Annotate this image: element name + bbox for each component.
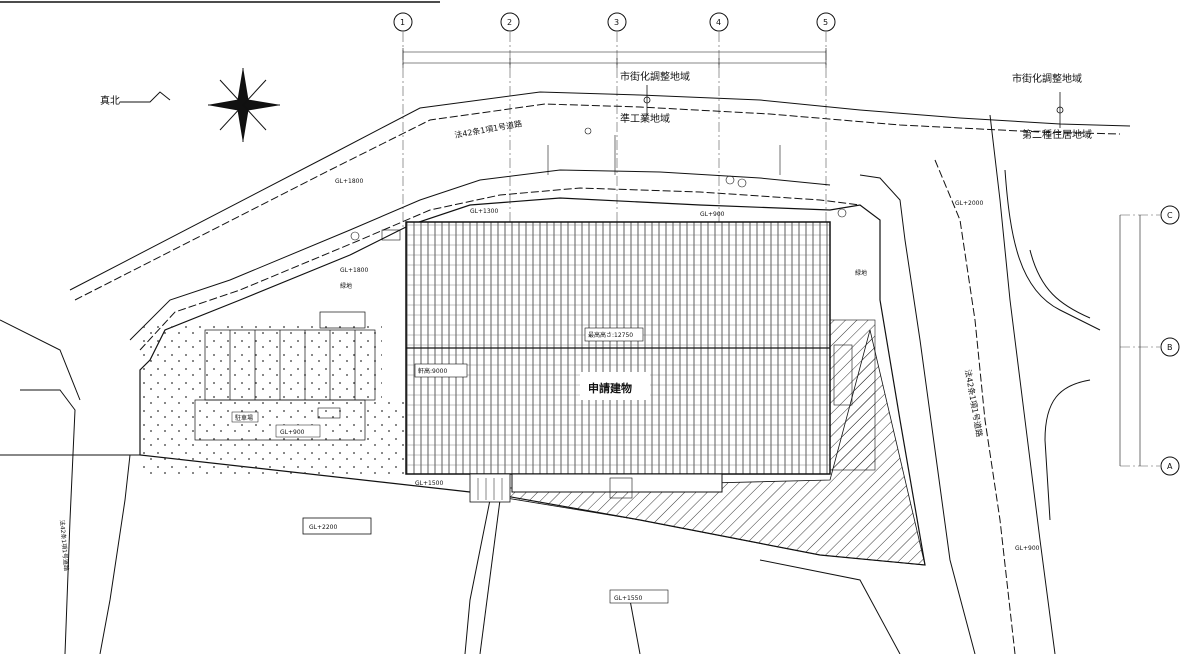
svg-text:5: 5 xyxy=(823,18,828,27)
grid-col-5: 5 xyxy=(816,12,836,32)
grid-col-2: 2 xyxy=(500,12,520,32)
svg-text:2: 2 xyxy=(507,18,512,27)
grid-col-1: 1 xyxy=(393,12,413,32)
dimension-lines-top xyxy=(402,48,827,68)
gl-label-top-right: GL+900 xyxy=(700,211,725,218)
svg-text:4: 4 xyxy=(716,18,721,27)
grid-col-3: 3 xyxy=(607,12,627,32)
svg-text:1: 1 xyxy=(400,18,405,27)
gl-label-top: GL+1300 xyxy=(470,208,498,215)
svg-text:A: A xyxy=(1167,462,1173,471)
grid-col-4: 4 xyxy=(709,12,729,32)
zone-residential: 第二種住居地域 xyxy=(1022,128,1092,141)
grid-row-c: C xyxy=(1160,205,1180,225)
north-arrow-icon xyxy=(120,68,280,142)
building-label: 申請建物 xyxy=(588,381,632,395)
parking-area-dots xyxy=(142,400,407,475)
zone-arrows xyxy=(643,85,1064,128)
grid-row-bubbles: C B A xyxy=(1160,205,1180,476)
max-height-label: 最高高さ:12750 xyxy=(588,331,633,339)
gl-label-green: GL+1800 xyxy=(340,267,368,274)
gl-label-center-bottom: GL+1550 xyxy=(614,595,642,602)
gl-label-bottom: GL+1500 xyxy=(415,480,443,487)
misc-marks xyxy=(317,127,853,499)
svg-text:C: C xyxy=(1167,211,1173,220)
grid-row-a: A xyxy=(1160,456,1180,476)
building-footprint xyxy=(405,221,831,503)
north-label: 真北 xyxy=(100,94,120,107)
zone-urbanization-right: 市街化調整地域 xyxy=(1012,72,1082,85)
green-area-dots xyxy=(142,325,382,400)
parking-label: 駐車場 xyxy=(235,414,253,422)
grid-row-b: B xyxy=(1160,337,1180,357)
hatched-zone-east xyxy=(829,319,876,471)
gl-label-right-low: GL+900 xyxy=(1015,545,1040,552)
svg-text:B: B xyxy=(1167,343,1173,352)
zone-quasi-industrial: 準工業地域 xyxy=(620,112,670,125)
gl-label-parking: GL+900 xyxy=(280,429,305,436)
road-label-top: 法42条1項1号道路 xyxy=(454,118,523,140)
green-label-right: 緑地 xyxy=(855,269,867,277)
dimension-lines-right xyxy=(1119,215,1141,466)
gl-label-left: GL+1800 xyxy=(335,178,363,185)
road-label-right: 法42条1項1号道路 xyxy=(963,369,985,438)
svg-text:3: 3 xyxy=(614,18,619,27)
eave-height-label: 軒高:9000 xyxy=(418,367,447,375)
green-label-left: 緑地 xyxy=(340,282,352,290)
site-boundaries xyxy=(0,91,1131,654)
gl-label-right: GL+2000 xyxy=(955,200,983,207)
gl-label-bottom-left: GL+2200 xyxy=(309,524,337,531)
zone-urbanization-top: 市街化調整地域 xyxy=(620,70,690,83)
grid-column-bubbles: 1 2 3 4 5 xyxy=(393,12,836,32)
parking-stalls xyxy=(194,311,376,441)
